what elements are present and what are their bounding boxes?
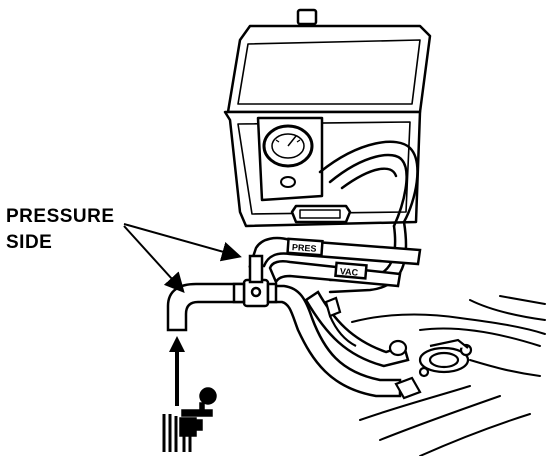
tester-case (223, 8, 432, 228)
flow-arrow (169, 336, 185, 406)
t-fitting (232, 254, 278, 308)
callout-leaders (123, 223, 242, 293)
gauge-knob (280, 176, 296, 188)
case-lid (226, 24, 432, 114)
vacuum-hose: VAC (268, 260, 402, 288)
gauge-needle (287, 135, 297, 147)
engine-fitting (324, 296, 408, 357)
pressure-side-label: PRESSURE SIDE (6, 204, 115, 256)
pres-hose-label: PRES (292, 242, 317, 254)
leader-to-tester-hose (123, 223, 242, 262)
pressure-side-label-line1: PRESSURE (6, 206, 115, 227)
leader-to-radiator-hose (123, 225, 185, 293)
lid-latch (296, 8, 318, 26)
pressure-gauge (262, 124, 314, 188)
pres-band (286, 237, 324, 257)
hand-pump-icon (162, 387, 217, 452)
radiator-hose (166, 282, 410, 398)
vac-hose-label: VAC (339, 266, 359, 278)
pump-gauge (199, 387, 217, 405)
pressure-side-label-line2: SIDE (6, 232, 53, 253)
hose-clamp (394, 338, 473, 400)
vac-band (334, 261, 368, 280)
pressure-hose: PRES (248, 236, 422, 268)
engine-outline (351, 295, 546, 456)
